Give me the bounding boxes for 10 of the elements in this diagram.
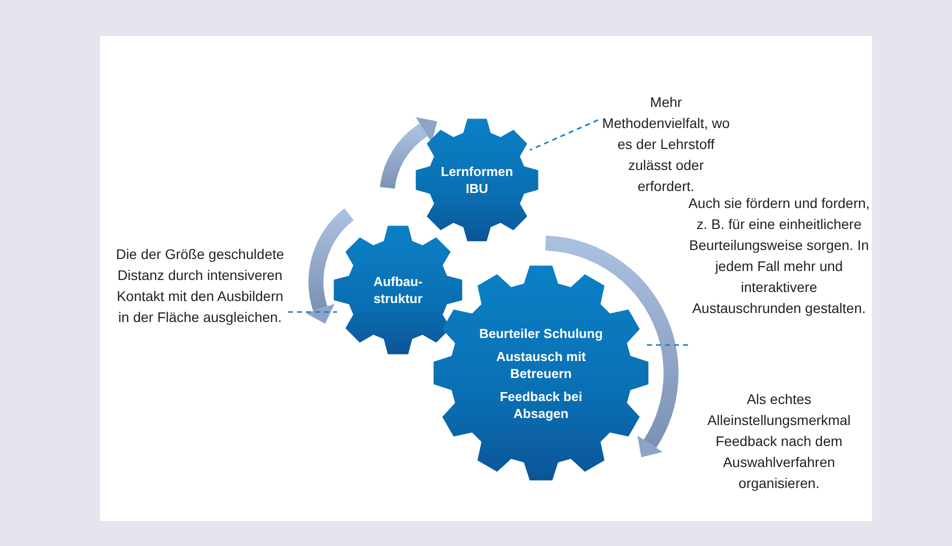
annotation-text: Als echtes Alleinstellungsmerkmal Feedback nach dem Auswahlverfahren organisieren. — [706, 390, 852, 493]
annotation-text: Die der Größe geschuldete Distanz durch intensiveren Kontakt mit den Ausbildern in der Fläche ausgleichen. — [112, 244, 288, 328]
gear-label: Austausch mit Betreuern — [495, 348, 587, 382]
gear-label: Lernformen IBU — [440, 163, 514, 197]
gear-label: Aufbau- struktur — [372, 273, 424, 307]
leader-line — [645, 344, 688, 346]
leader-line — [530, 119, 598, 151]
leader-line — [288, 311, 337, 313]
gear-label: Feedback bei Absagen — [498, 388, 584, 422]
gear-label: Beurteiler Schulung — [478, 324, 604, 342]
